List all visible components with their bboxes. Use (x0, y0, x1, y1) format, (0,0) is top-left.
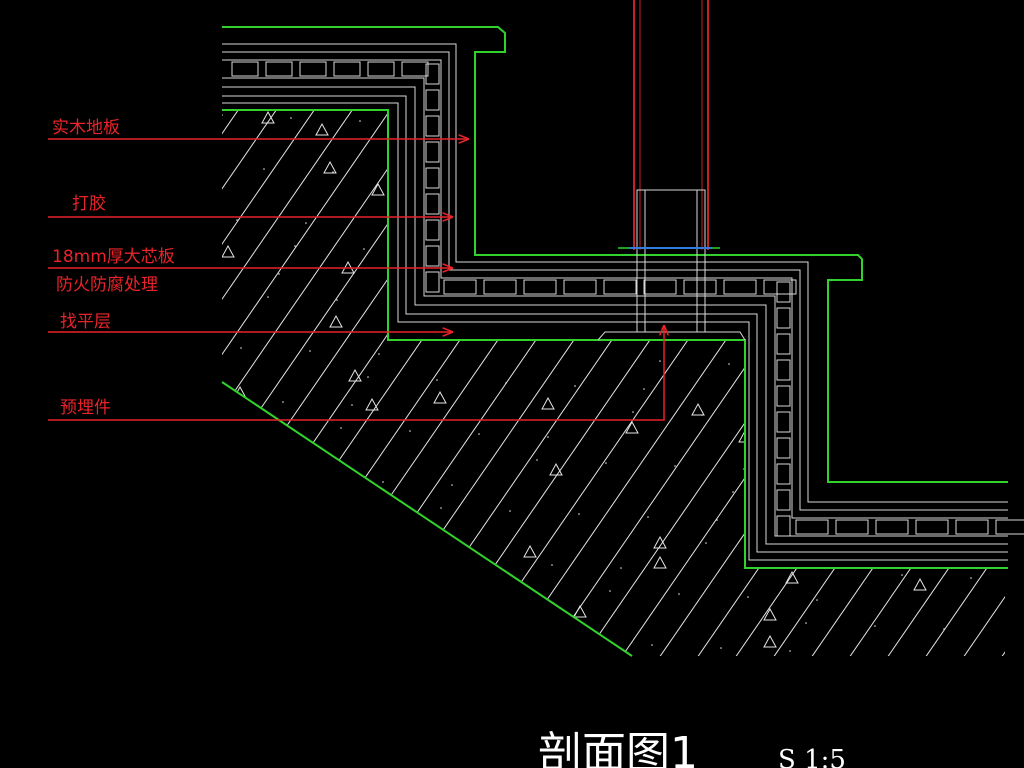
embedded-part (597, 189, 746, 341)
concrete-aggregate-marks (222, 110, 999, 652)
drawing-scale: S 1:5 (778, 745, 846, 768)
concrete-hatch (222, 110, 1005, 656)
callout-embedded-part: 预埋件 (60, 398, 111, 418)
floor-buildup (222, 43, 1024, 561)
glass-railing (633, 0, 709, 250)
callout-sealant: 打胶 (72, 194, 106, 214)
concrete-substrate (222, 110, 1005, 656)
callout-solid-wood-floor: 实木地板 (52, 118, 120, 138)
upper-floor-top-line (222, 26, 1008, 483)
callout-screed-layer: 找平层 (60, 312, 111, 332)
callout-labels: 实木地板 打胶 18mm厚大芯板 防火防腐处理 找平层 预埋件 (52, 118, 175, 418)
timber-battens (231, 61, 1024, 537)
leader-embedded-part (48, 326, 664, 421)
callout-fire-rot-treatment: 防火防腐处理 (56, 275, 158, 295)
leader-lines (48, 139, 664, 421)
callout-core-board: 18mm厚大芯板 (52, 247, 175, 267)
finish-outline (221, 26, 1008, 657)
concrete-slope-line (221, 381, 633, 657)
drawing-title: 剖面图1 (538, 728, 698, 768)
screed-top-line (222, 109, 1008, 569)
